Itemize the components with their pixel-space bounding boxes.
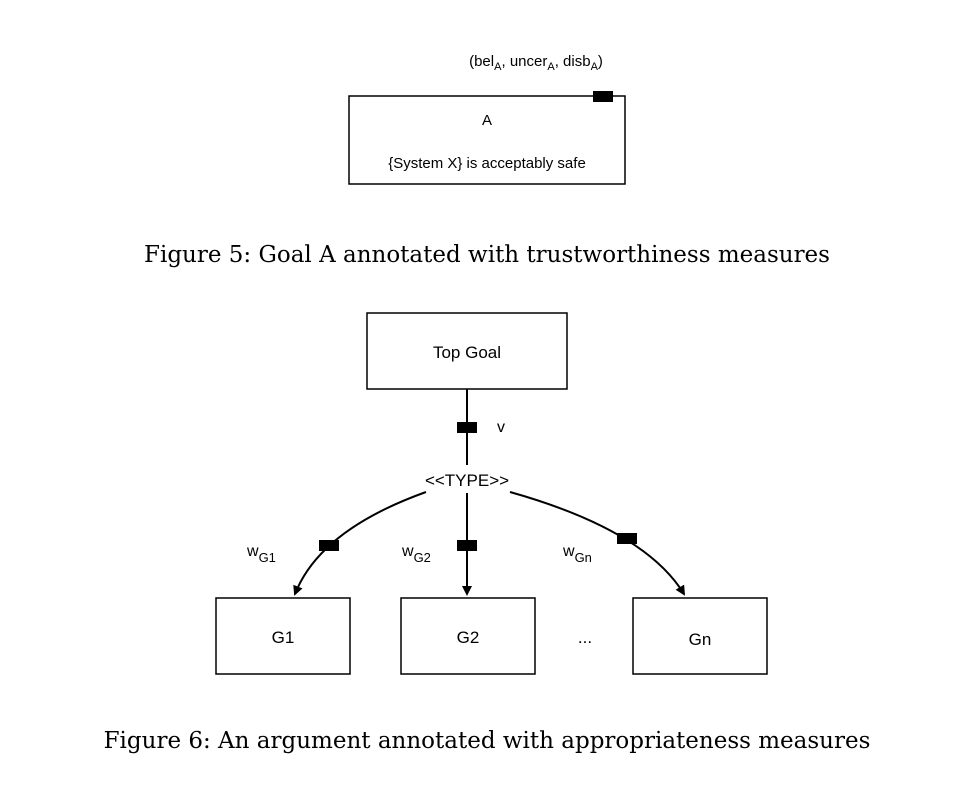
weight-g2-marker <box>457 540 477 551</box>
trustworthiness-annotation: (belA, uncerA, disbA) <box>469 53 603 73</box>
arrow-to-gn <box>509 491 686 596</box>
goal-a-text: {System X} is acceptably safe <box>388 155 586 172</box>
figure-6: Top Goal v <<TYPE>> wG1 wG2 wGn G1 G2 ..… <box>104 312 871 754</box>
arrow-to-g1 <box>293 491 427 596</box>
goal-g1-box <box>215 597 351 675</box>
trustworthiness-marker <box>593 91 613 102</box>
v-marker <box>457 422 477 433</box>
v-label: v <box>497 419 505 436</box>
goal-g1-label: G1 <box>272 628 295 647</box>
figure-6-caption: Figure 6: An argument annotated with app… <box>104 728 871 754</box>
goal-a-box <box>348 95 626 185</box>
goal-a-id: A <box>482 112 492 129</box>
weight-gn-marker <box>617 533 637 544</box>
weight-g1-marker <box>319 540 339 551</box>
weight-g2-label: wG2 <box>401 543 431 565</box>
top-goal-label: Top Goal <box>433 343 501 362</box>
weight-gn-label: wGn <box>562 543 592 565</box>
goal-g2-label: G2 <box>457 628 480 647</box>
top-goal-box <box>366 312 568 390</box>
goal-gn-box <box>632 597 768 675</box>
figure-5: (belA, uncerA, disbA) A {System X} is ac… <box>144 53 830 268</box>
weight-g1-label: wG1 <box>246 543 276 565</box>
goal-g2-box <box>400 597 536 675</box>
goal-ellipsis: ... <box>578 628 592 647</box>
figure-5-caption: Figure 5: Goal A annotated with trustwor… <box>144 242 830 268</box>
argument-type-label: <<TYPE>> <box>425 471 509 490</box>
goal-gn-label: Gn <box>689 630 712 649</box>
